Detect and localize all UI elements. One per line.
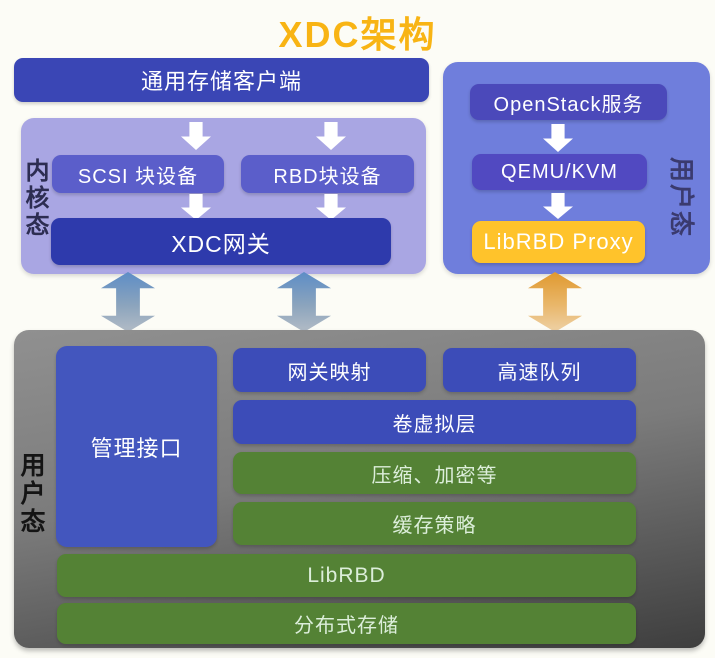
double-arrow-icon — [277, 272, 331, 332]
client-box: 通用存储客户端 — [14, 58, 429, 102]
librbd-box: LibRBD — [57, 554, 636, 597]
double-arrow-icon — [528, 272, 582, 332]
volume-virtualization-box: 卷虚拟层 — [233, 400, 636, 444]
scsi-device-box: SCSI 块设备 — [52, 155, 224, 193]
user-mode-label-bottom: 用户态 — [17, 452, 45, 536]
qemu-kvm-box: QEMU/KVM — [472, 154, 647, 190]
kernel-mode-label: 内核态 — [21, 158, 48, 239]
gateway-mapping-box: 网关映射 — [233, 348, 426, 392]
openstack-service-box: OpenStack服务 — [470, 84, 667, 120]
cache-policy-box: 缓存策略 — [233, 502, 636, 545]
xdc-gateway-box: XDC网关 — [51, 218, 391, 265]
double-arrow-icon — [101, 272, 155, 332]
management-interface-box: 管理接口 — [56, 346, 217, 547]
compression-encryption-box: 压缩、加密等 — [233, 452, 636, 494]
user-mode-label-right: 用户态 — [667, 157, 696, 239]
highspeed-queue-box: 高速队列 — [443, 348, 636, 392]
rbd-device-box: RBD块设备 — [241, 155, 414, 193]
distributed-storage-box: 分布式存储 — [57, 603, 636, 644]
librbd-proxy-box: LibRBD Proxy — [472, 221, 645, 263]
page-title: XDC架构 — [278, 14, 437, 55]
